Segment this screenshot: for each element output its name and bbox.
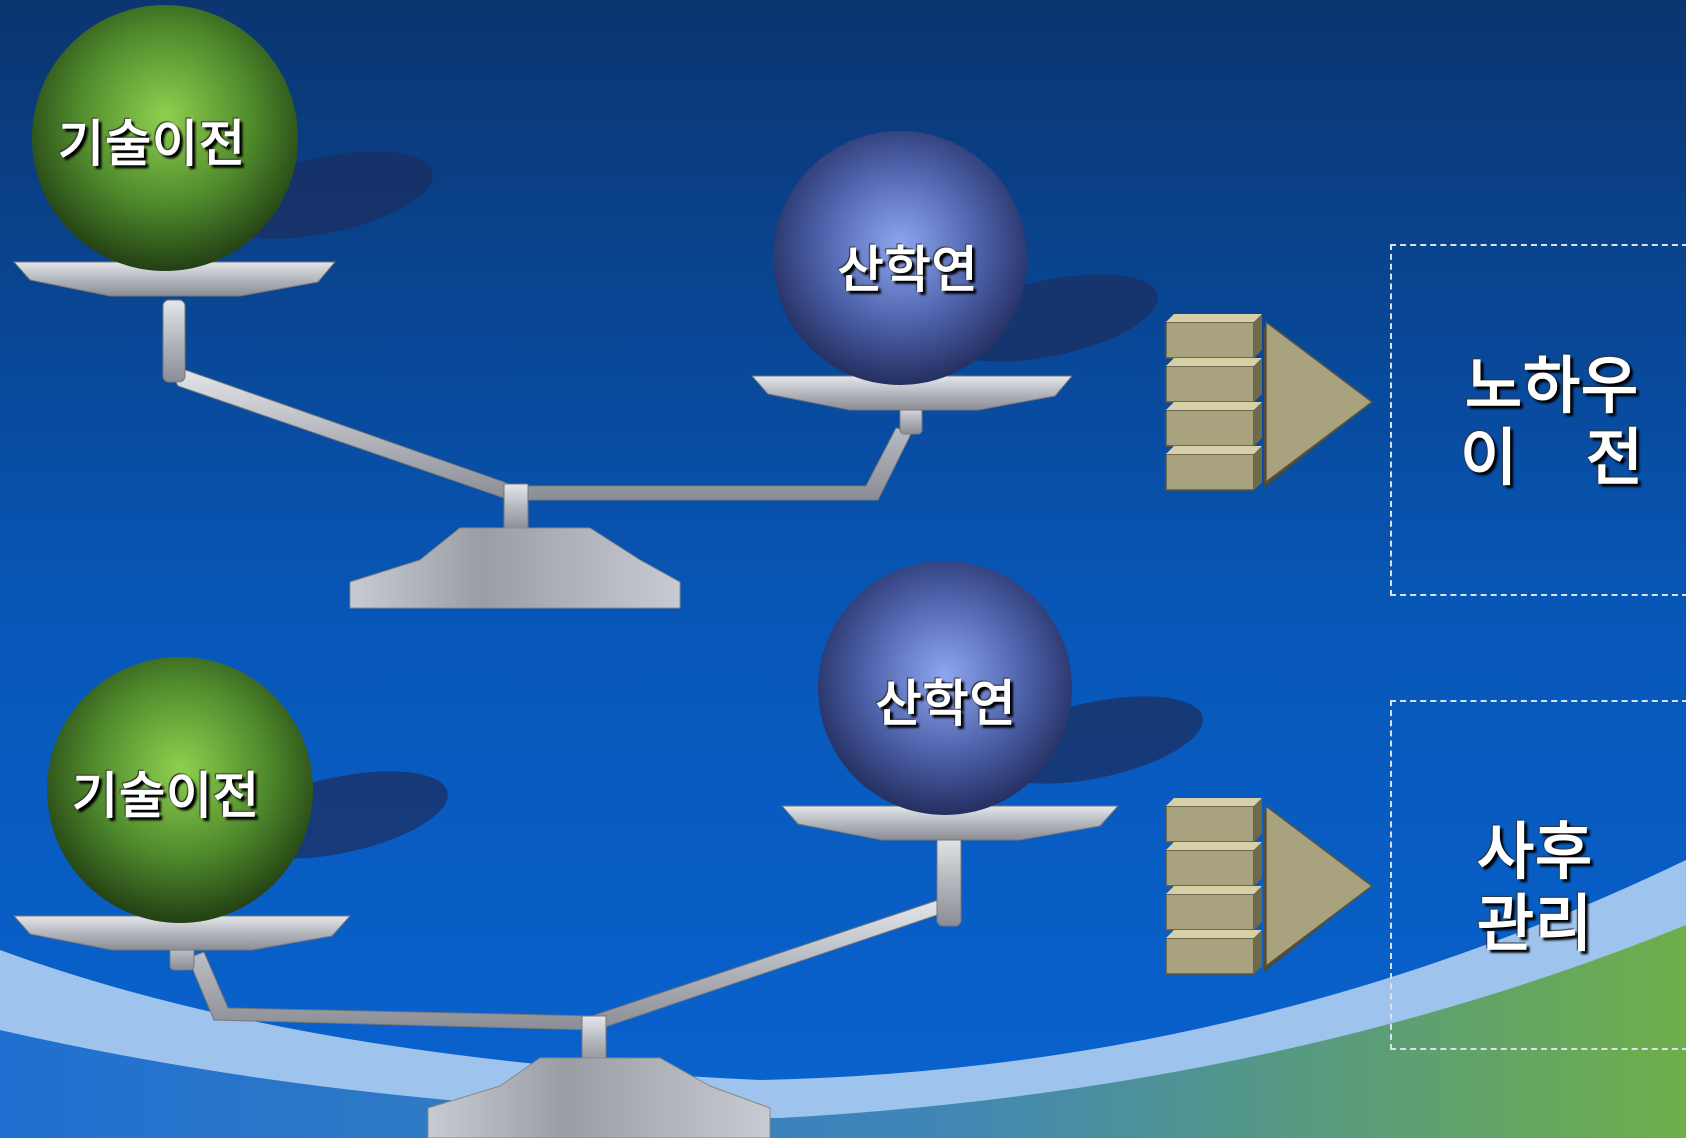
dashed-box-1 [1390, 244, 1686, 596]
box-2-line-2: 관리 [1476, 887, 1594, 960]
left-ball-2-label: 기술이전 [72, 767, 260, 825]
left-ball-2 [47, 657, 313, 923]
left-ball-1-label: 기술이전 [58, 115, 246, 173]
box-1-line-1: 노하우 [1464, 349, 1640, 422]
box-1-line-2: 이 전 [1460, 421, 1644, 494]
balance-scale-2 [12, 561, 1203, 1138]
box-2-line-1: 사후 [1476, 815, 1594, 888]
right-ball-2-label: 산학연 [875, 675, 1017, 733]
right-ball-1 [773, 131, 1027, 385]
box-1-label: 노하우 이 전 [1460, 350, 1644, 494]
dashed-box-2 [1390, 700, 1686, 1050]
right-ball-2 [818, 561, 1072, 815]
left-ball-1 [32, 5, 298, 271]
balance-scale-1 [12, 5, 1158, 609]
arrow-1 [1165, 314, 1374, 491]
arrow-2 [1165, 798, 1374, 975]
right-ball-1-label: 산학연 [837, 241, 979, 299]
background-arc-green [0, 925, 1686, 1138]
box-2-label: 사후 관리 [1477, 816, 1593, 960]
